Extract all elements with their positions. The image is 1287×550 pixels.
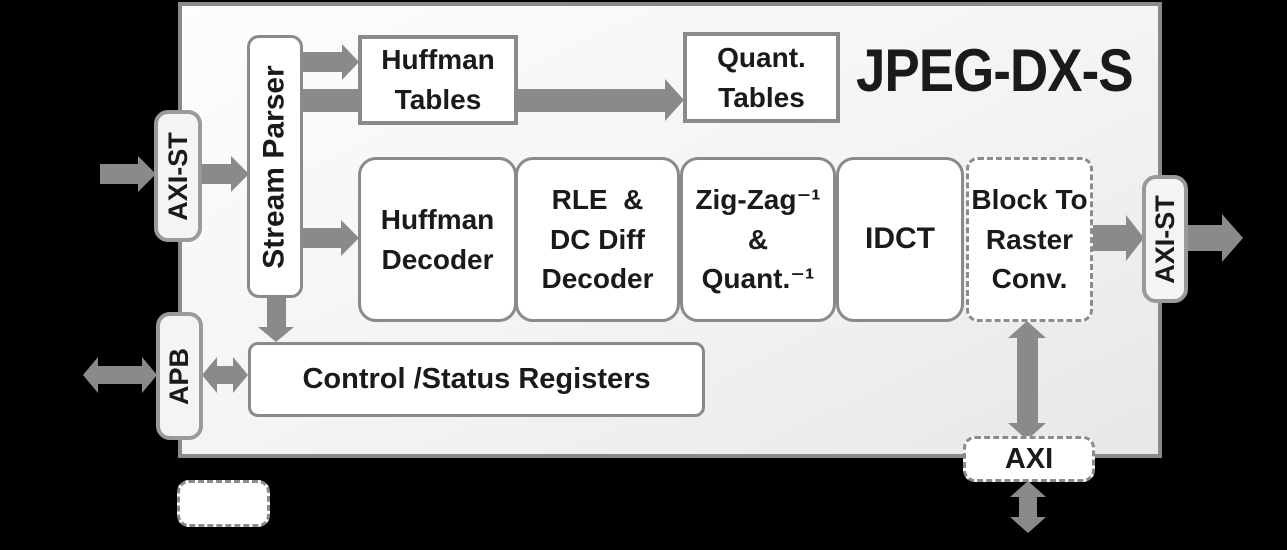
arrow-bar xyxy=(1017,337,1038,425)
block-stream-parser: Stream Parser xyxy=(247,35,303,298)
huffman-decoder-label: Huffman Decoder xyxy=(380,203,495,275)
arrow-head xyxy=(341,220,359,256)
arrow-bar xyxy=(1093,225,1127,251)
arrow-head-up xyxy=(1008,321,1046,338)
axi-label: AXI xyxy=(1004,442,1054,475)
axi-st-out-label: AXI-ST xyxy=(1149,194,1180,284)
block-inverse-zigzag-quant: Zig-Zag⁻¹ & Quant.⁻¹ xyxy=(680,157,836,322)
port-axi-st-out: AXI-ST xyxy=(1142,175,1188,303)
block-block-to-raster-conv: Block To Raster Conv. xyxy=(966,157,1093,322)
arrow-bar xyxy=(100,164,138,184)
arrow-head xyxy=(665,79,684,121)
rle-dc-diff-decoder-label: RLE & DC Diff Decoder xyxy=(541,183,654,295)
idct-label: IDCT xyxy=(865,222,935,256)
inverse-zigzag-quant-label: Zig-Zag⁻¹ & Quant.⁻¹ xyxy=(695,183,821,295)
apb-label: APB xyxy=(164,347,195,405)
arrow-head xyxy=(231,156,249,192)
arrow-head-down xyxy=(1008,423,1046,440)
arrow-bar xyxy=(1019,496,1037,518)
arrow-head-left xyxy=(202,357,217,393)
block-huffman-decoder: Huffman Decoder xyxy=(358,157,517,322)
arrow-head-right xyxy=(142,357,157,393)
arrow-bar xyxy=(202,164,232,184)
arrow-bar xyxy=(1188,225,1223,251)
module-title: JPEG-DX-S xyxy=(856,37,1134,104)
block-idct: IDCT xyxy=(836,157,964,322)
block-to-raster-conv-label: Block To Raster Conv. xyxy=(971,183,1088,295)
block-control-status-registers: Control /Status Registers xyxy=(248,342,705,417)
arrow-bar xyxy=(216,366,234,384)
arrow-head xyxy=(1126,215,1144,261)
arrow-head-down xyxy=(1010,517,1046,533)
stream-parser-label: Stream Parser xyxy=(258,64,291,269)
port-apb: APB xyxy=(156,312,203,440)
arrow-head xyxy=(342,44,359,80)
arrow-head xyxy=(138,156,156,192)
arrow-head xyxy=(1222,214,1243,262)
arrow-head-left xyxy=(83,357,98,393)
arrow-bar xyxy=(267,298,286,328)
port-axi-st-in: AXI-ST xyxy=(154,110,202,242)
arrow-head xyxy=(258,327,294,342)
arrow-bar xyxy=(97,366,143,384)
arrow-head-up xyxy=(1010,481,1046,497)
arrow-bar xyxy=(303,228,343,248)
block-quant-tables: Quant. Tables xyxy=(683,32,840,123)
huffman-tables-label: Huffman Tables xyxy=(381,44,495,115)
arrow-head-right xyxy=(233,357,248,393)
legend-optional-block-swatch xyxy=(177,480,270,527)
control-status-registers-label: Control /Status Registers xyxy=(302,362,651,395)
block-huffman-tables: Huffman Tables xyxy=(358,35,518,125)
port-axi: AXI xyxy=(963,436,1095,482)
quant-tables-label: Quant. Tables xyxy=(717,41,806,113)
block-rle-dc-diff-decoder: RLE & DC Diff Decoder xyxy=(515,157,680,322)
axi-st-in-label: AXI-ST xyxy=(162,131,193,221)
arrow-bar xyxy=(303,52,343,72)
